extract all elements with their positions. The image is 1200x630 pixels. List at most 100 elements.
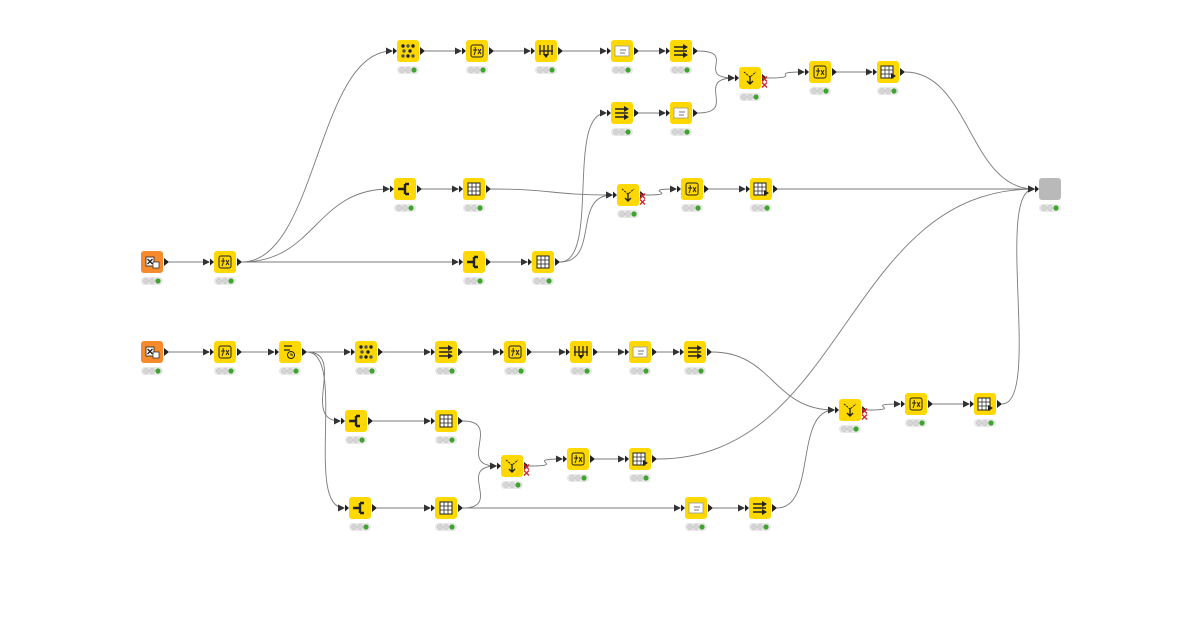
output-port[interactable] bbox=[458, 417, 463, 425]
node-body[interactable] bbox=[214, 251, 236, 273]
output-port[interactable] bbox=[527, 348, 532, 356]
connection-r2-m1[interactable] bbox=[241, 185, 390, 263]
output-port[interactable] bbox=[652, 455, 657, 463]
node-c5[interactable] bbox=[625, 448, 657, 482]
node-b6[interactable] bbox=[500, 341, 532, 375]
connection-t5-t8[interactable] bbox=[697, 50, 735, 82]
node-body[interactable] bbox=[567, 448, 589, 470]
connection-b3-d1[interactable] bbox=[306, 351, 345, 512]
connection-r4-m3[interactable] bbox=[559, 191, 613, 263]
node-out[interactable] bbox=[1035, 178, 1061, 212]
output-port[interactable] bbox=[704, 185, 709, 193]
node-c3[interactable] bbox=[497, 455, 530, 489]
connection-d4-e1[interactable] bbox=[776, 406, 835, 509]
node-t2[interactable] bbox=[462, 40, 494, 74]
node-r3[interactable] bbox=[459, 251, 491, 285]
node-body[interactable] bbox=[466, 40, 488, 62]
input-port[interactable] bbox=[459, 185, 463, 193]
input-port[interactable] bbox=[459, 258, 463, 266]
node-e3[interactable] bbox=[970, 393, 1002, 427]
node-t1[interactable] bbox=[393, 40, 425, 74]
input-port[interactable] bbox=[500, 348, 504, 356]
output-port[interactable] bbox=[707, 348, 712, 356]
input-port[interactable] bbox=[566, 348, 570, 356]
input-port[interactable] bbox=[210, 258, 214, 266]
node-d4[interactable] bbox=[745, 497, 777, 531]
input-port[interactable] bbox=[901, 400, 905, 408]
input-port[interactable] bbox=[625, 455, 629, 463]
node-e2[interactable] bbox=[901, 393, 933, 427]
connection-b3-c1[interactable] bbox=[306, 351, 341, 425]
input-port[interactable] bbox=[345, 504, 349, 512]
input-port[interactable] bbox=[393, 47, 397, 55]
input-port[interactable] bbox=[531, 47, 535, 55]
node-m4[interactable] bbox=[677, 178, 709, 212]
node-body[interactable] bbox=[397, 40, 419, 62]
node-t9[interactable] bbox=[805, 61, 837, 95]
node-t10[interactable] bbox=[873, 61, 905, 95]
node-b9[interactable] bbox=[680, 341, 712, 375]
node-t6[interactable] bbox=[607, 102, 639, 136]
node-b5[interactable] bbox=[431, 341, 463, 375]
node-b2[interactable] bbox=[210, 341, 242, 375]
connection-d2-c3[interactable] bbox=[462, 462, 497, 509]
input-port[interactable] bbox=[735, 74, 739, 82]
output-port[interactable] bbox=[772, 504, 777, 512]
input-port[interactable] bbox=[613, 191, 617, 199]
output-port[interactable] bbox=[693, 109, 698, 117]
output-port[interactable] bbox=[486, 258, 491, 266]
output-port[interactable] bbox=[237, 348, 242, 356]
connection-r4-t6[interactable] bbox=[559, 109, 607, 263]
node-body[interactable] bbox=[355, 341, 377, 363]
output-port[interactable] bbox=[593, 348, 598, 356]
output-port[interactable] bbox=[928, 400, 933, 408]
input-port[interactable] bbox=[275, 348, 279, 356]
connection-c5-out[interactable] bbox=[656, 185, 1035, 460]
output-port[interactable] bbox=[368, 417, 373, 425]
output-port[interactable] bbox=[164, 258, 169, 266]
output-port[interactable] bbox=[634, 47, 639, 55]
output-port[interactable] bbox=[302, 348, 307, 356]
output-port[interactable] bbox=[486, 185, 491, 193]
input-port[interactable] bbox=[210, 348, 214, 356]
node-b4[interactable] bbox=[351, 341, 383, 375]
input-port[interactable] bbox=[666, 47, 670, 55]
input-port[interactable] bbox=[563, 455, 567, 463]
node-d1[interactable] bbox=[345, 497, 377, 531]
node-m5[interactable] bbox=[746, 178, 778, 212]
output-port[interactable] bbox=[652, 348, 657, 356]
node-r4[interactable] bbox=[528, 251, 560, 285]
connection-r2-t1[interactable] bbox=[241, 47, 393, 263]
output-port[interactable] bbox=[417, 185, 422, 193]
output-port[interactable] bbox=[378, 348, 383, 356]
node-t3[interactable] bbox=[531, 40, 563, 74]
connection-t10-out[interactable] bbox=[904, 71, 1035, 193]
connection-m2-m3[interactable] bbox=[490, 188, 613, 199]
input-port[interactable] bbox=[341, 417, 345, 425]
connection-b9-e1[interactable] bbox=[711, 351, 835, 414]
input-port[interactable] bbox=[607, 47, 611, 55]
node-r1[interactable] bbox=[141, 251, 169, 285]
output-port[interactable] bbox=[634, 109, 639, 117]
node-t8[interactable] bbox=[735, 67, 768, 101]
node-m2[interactable] bbox=[459, 178, 491, 212]
output-port[interactable] bbox=[458, 504, 463, 512]
node-c2[interactable] bbox=[431, 410, 463, 444]
node-d2[interactable] bbox=[431, 497, 463, 531]
node-c4[interactable] bbox=[563, 448, 595, 482]
node-e1[interactable] bbox=[835, 399, 868, 433]
input-port[interactable] bbox=[677, 185, 681, 193]
connection-c3-c4[interactable] bbox=[528, 455, 563, 467]
node-m1[interactable] bbox=[390, 178, 422, 212]
output-port[interactable] bbox=[372, 504, 377, 512]
input-port[interactable] bbox=[745, 504, 749, 512]
output-port[interactable] bbox=[708, 504, 713, 512]
output-port[interactable] bbox=[558, 47, 563, 55]
node-b1[interactable] bbox=[141, 341, 169, 375]
output-port[interactable] bbox=[420, 47, 425, 55]
input-port[interactable] bbox=[681, 504, 685, 512]
output-port[interactable] bbox=[832, 68, 837, 76]
input-port[interactable] bbox=[680, 348, 684, 356]
output-port[interactable] bbox=[555, 258, 560, 266]
input-port[interactable] bbox=[873, 68, 877, 76]
